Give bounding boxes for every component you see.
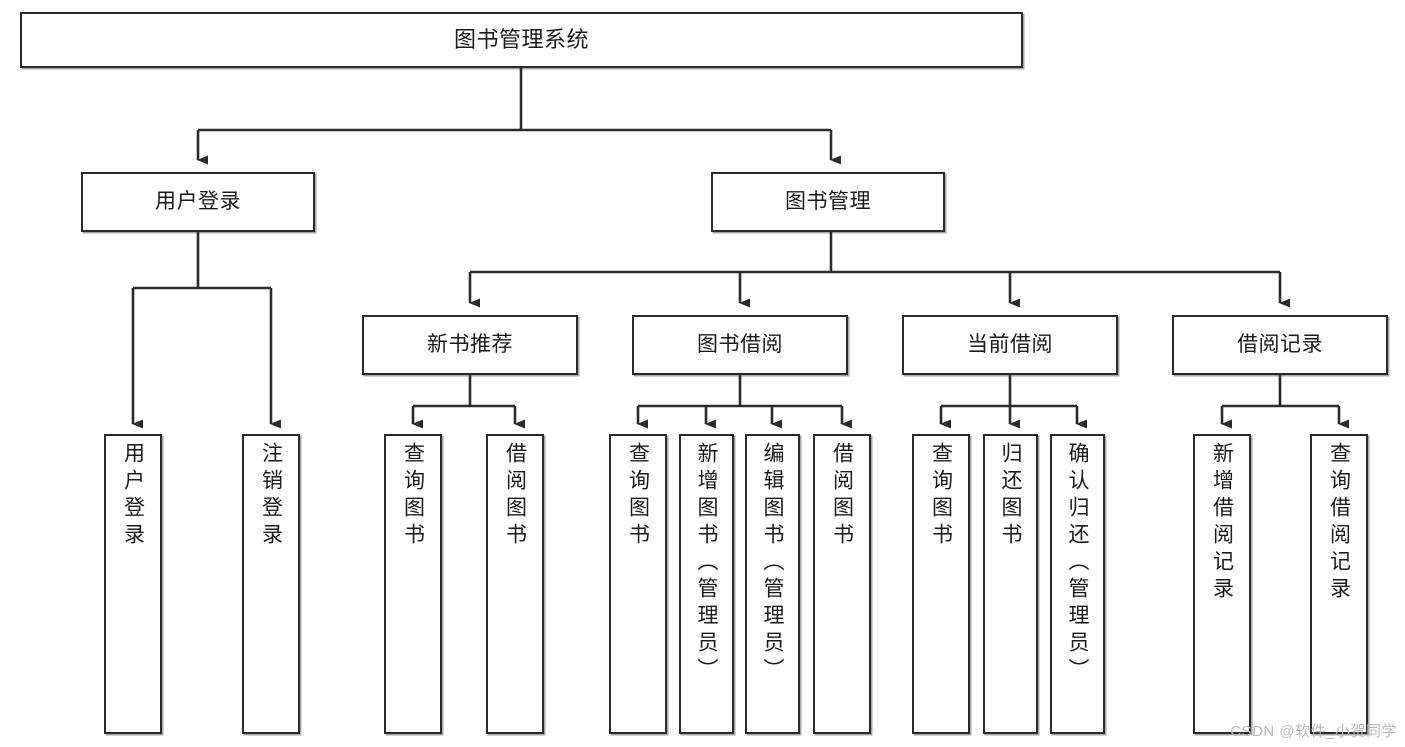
- node-label: 新增借阅记录: [1210, 442, 1234, 604]
- node-borrow-record[interactable]: 借阅记录: [1172, 315, 1388, 375]
- node-label: 归还图书: [999, 442, 1022, 550]
- node-label: 查询图书: [929, 442, 953, 550]
- node-label: 编辑图书（管理员）: [761, 442, 784, 685]
- node-label: 查询图书: [626, 442, 650, 550]
- node-book-manage[interactable]: 图书管理: [711, 172, 945, 232]
- node-root-book-management-system[interactable]: 图书管理系统: [20, 12, 1023, 68]
- node-label: 当前借阅: [967, 333, 1053, 357]
- node-leaf-confirm-return[interactable]: 确认归还（管理员）: [1050, 434, 1105, 734]
- node-leaf-query-borrow-record[interactable]: 查询借阅记录: [1310, 434, 1368, 734]
- node-leaf-add-book[interactable]: 新增图书（管理员）: [679, 434, 734, 734]
- node-leaf-borrow-book-rec[interactable]: 借阅图书: [486, 434, 544, 734]
- node-label: 用户登录: [121, 442, 145, 550]
- node-leaf-query-book-current[interactable]: 查询图书: [912, 434, 970, 734]
- node-current-borrow[interactable]: 当前借阅: [902, 315, 1118, 375]
- node-label: 新增图书（管理员）: [695, 442, 718, 685]
- node-label: 查询图书: [401, 442, 425, 550]
- node-leaf-add-borrow-record[interactable]: 新增借阅记录: [1193, 434, 1251, 734]
- node-leaf-query-book-rec[interactable]: 查询图书: [384, 434, 442, 734]
- node-label: 图书管理: [785, 190, 871, 214]
- csdn-watermark: CSDN @软件_小贺同学: [1230, 723, 1397, 740]
- node-leaf-return-book[interactable]: 归还图书: [983, 434, 1038, 734]
- node-label: 借阅图书: [503, 442, 527, 550]
- node-new-book-recommendation[interactable]: 新书推荐: [362, 315, 578, 375]
- node-label: 借阅记录: [1237, 333, 1323, 357]
- node-leaf-borrow-book[interactable]: 借阅图书: [813, 434, 871, 734]
- node-leaf-logout[interactable]: 注销登录: [242, 434, 300, 734]
- node-label: 用户登录: [155, 190, 241, 214]
- node-leaf-user-login[interactable]: 用户登录: [104, 434, 162, 734]
- node-book-borrow[interactable]: 图书借阅: [632, 315, 848, 375]
- node-label: 新书推荐: [427, 333, 513, 357]
- node-label: 借阅图书: [830, 442, 854, 550]
- node-label: 确认归还（管理员）: [1066, 442, 1089, 685]
- node-label: 查询借阅记录: [1327, 442, 1351, 604]
- node-label: 图书管理系统: [453, 26, 589, 52]
- node-user-login[interactable]: 用户登录: [81, 172, 315, 232]
- node-leaf-query-book-borrow[interactable]: 查询图书: [609, 434, 667, 734]
- node-label: 注销登录: [259, 442, 283, 550]
- node-label: 图书借阅: [697, 333, 783, 357]
- node-leaf-edit-book[interactable]: 编辑图书（管理员）: [745, 434, 800, 734]
